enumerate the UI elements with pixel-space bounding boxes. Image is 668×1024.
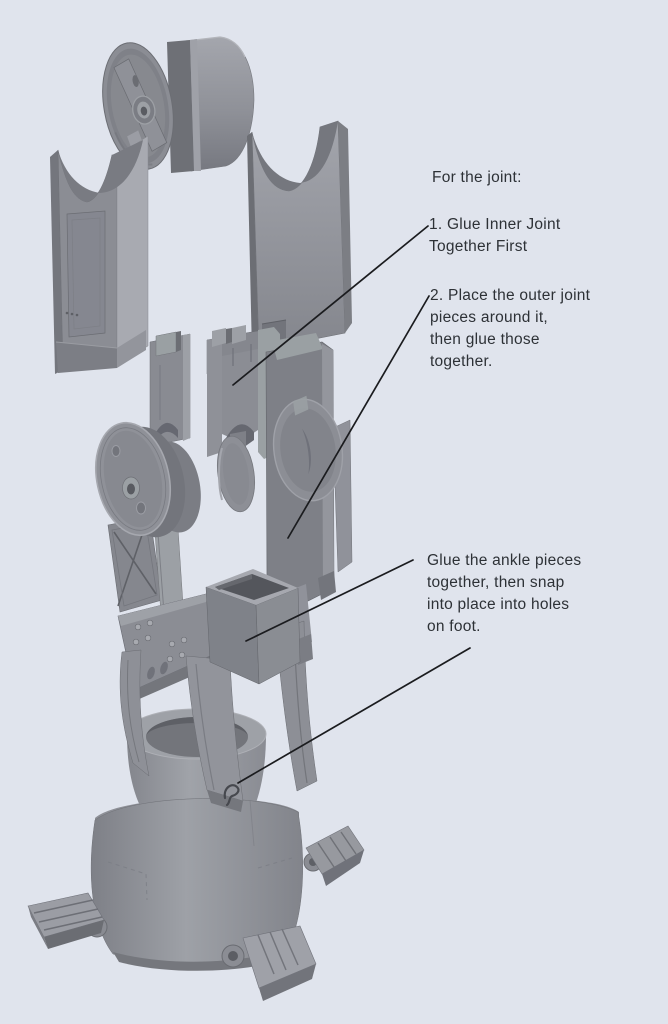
- leader-line-outer-joint: [287, 295, 430, 539]
- annotation-joint-header: For the joint:: [432, 169, 522, 186]
- bracket-studs: [132, 619, 188, 663]
- annotation-joint-step-2: 2. Place the outer joint pieces around i…: [430, 287, 591, 370]
- leader-line-ankle: [245, 559, 414, 642]
- foot-pad-front: [221, 925, 317, 1001]
- outer-joint-plate: [265, 333, 353, 604]
- upper-leg-right-part: [247, 120, 352, 353]
- annotation-ankle-note: Glue the ankle pieces together, then sna…: [427, 552, 582, 635]
- knee-disc-part: [95, 421, 201, 538]
- foot-base-part: [27, 708, 365, 1001]
- foot-hole-detail: [223, 784, 240, 807]
- annotation-joint-step-1: 1. Glue Inner Joint Together First: [429, 216, 561, 255]
- wheel-part: [102, 36, 255, 173]
- leader-line-foot-hole: [237, 647, 471, 784]
- leader-lines: [232, 225, 471, 784]
- inner-joint-left-bracket: [149, 331, 191, 447]
- foot-pad-left: [27, 892, 108, 949]
- leader-line-inner-joint: [232, 225, 429, 386]
- foot-pad-right: [303, 825, 365, 886]
- upper-leg-left-part: [50, 135, 149, 374]
- inner-joint-center-disc: [217, 431, 255, 513]
- ankle-piece: [205, 569, 313, 685]
